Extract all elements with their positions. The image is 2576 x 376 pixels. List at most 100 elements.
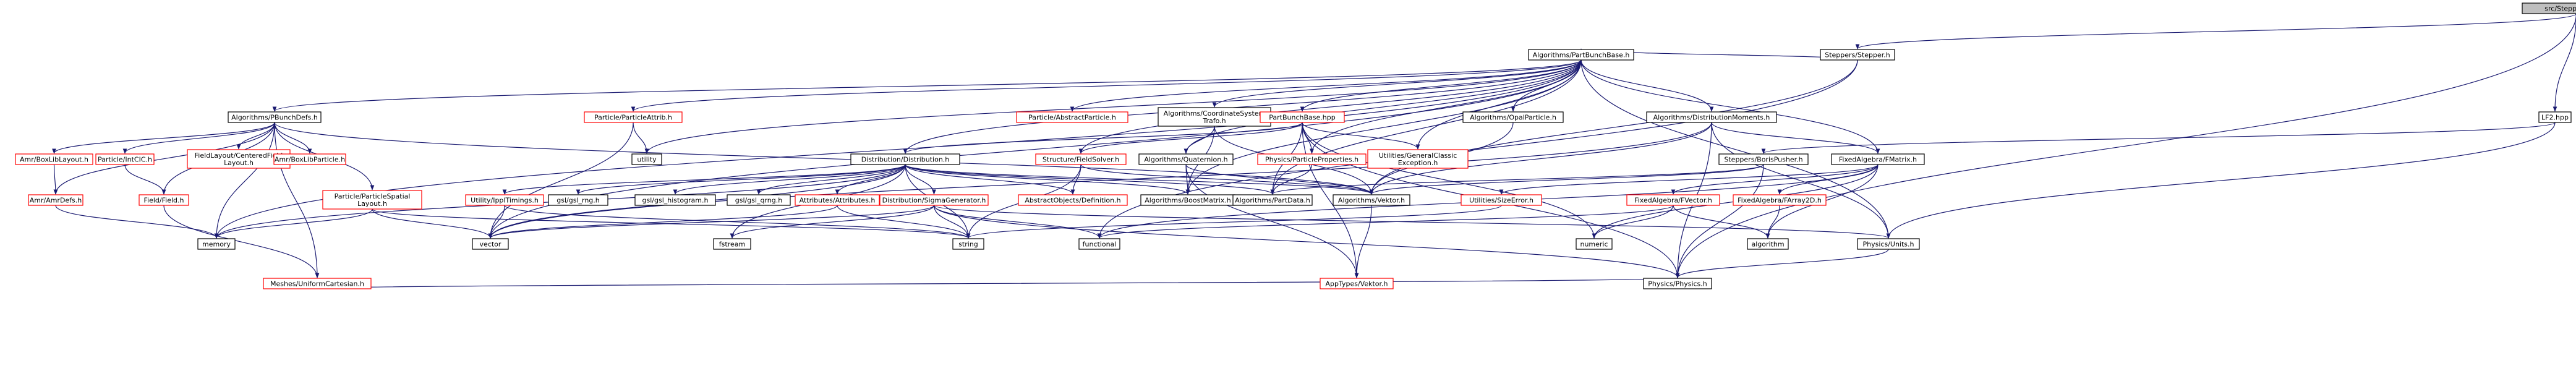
node-label: Algorithms/DistributionMoments.h [1653, 114, 1770, 122]
node-label: Algorithms/Quaternion.h [1144, 156, 1227, 164]
node-fmatrix[interactable]: FixedAlgebra/FMatrix.h [1831, 153, 1925, 165]
dependency-edge [644, 59, 1582, 154]
dependency-edge [1080, 164, 1374, 195]
node-string[interactable]: string [952, 238, 984, 250]
node-box [1138, 153, 1234, 165]
node-memory[interactable]: memory [197, 238, 236, 250]
node-field[interactable]: Field/Field.h [139, 194, 189, 206]
node-gslqrng[interactable]: gsl/gsl_qrng.h [727, 194, 791, 206]
node-label: fstream [719, 241, 745, 249]
node-algorithm[interactable]: algorithm [1747, 238, 1789, 250]
node-meshes[interactable]: Meshes/UniformCartesian.h [263, 278, 372, 289]
dependency-edge [1302, 122, 1359, 278]
node-label: AppTypes/Vektor.h [1325, 280, 1388, 288]
node-label: Algorithms/BoostMatrix.h [1145, 197, 1230, 205]
node-stepper[interactable]: Steppers/Stepper.h [1820, 49, 1895, 61]
node-box [1035, 153, 1127, 165]
dependency-edge [1310, 59, 1582, 154]
dependency-edge [53, 122, 275, 195]
node-physics[interactable]: Physics/Physics.h [1643, 278, 1712, 289]
dependency-edge [905, 164, 1275, 195]
node-apptypes[interactable]: AppTypes/Vektor.h [1320, 278, 1394, 289]
node-amrboxlay[interactable]: Amr/BoxLibLayout.h [15, 153, 93, 165]
node-label: Particle/IntCIC.h [98, 156, 152, 164]
node-box [1260, 111, 1345, 123]
node-pattrib[interactable]: Particle/ParticleAttrib.h [584, 111, 683, 123]
dependency-edge [633, 122, 649, 154]
node-label: gsl/gsl_rng.h [557, 197, 600, 205]
node-label: Meshes/UniformCartesian.h [270, 280, 364, 288]
node-pbd[interactable]: Algorithms/PBunchDefs.h [228, 111, 322, 123]
dependency-edge [1184, 126, 1215, 154]
node-partdata[interactable]: Algorithms/PartData.h [1232, 194, 1313, 206]
node-label: Algorithms/PartData.h [1235, 197, 1310, 205]
node-distmom[interactable]: Algorithms/DistributionMoments.h [1646, 111, 1777, 123]
node-lf2hpp[interactable]: LF2.hpp [2538, 111, 2572, 123]
node-dist[interactable]: Distribution/Distribution.h [850, 153, 960, 165]
node-intcic[interactable]: Particle/IntCIC.h [95, 153, 155, 165]
node-amrboxp[interactable]: Amr/BoxLibParticle.h [273, 153, 346, 165]
dependency-edge [1777, 164, 1879, 195]
dependency-edge [933, 205, 1680, 278]
node-box [1747, 238, 1789, 250]
node-box [1646, 111, 1777, 123]
node-gslrng[interactable]: gsl/gsl_rng.h [548, 194, 608, 206]
node-label: gsl/gsl_histogram.h [642, 197, 709, 205]
node-farray2d[interactable]: FixedAlgebra/FArray2D.h [1733, 194, 1827, 206]
node-absp[interactable]: Particle/AbstractParticle.h [1016, 111, 1128, 123]
dependency-edge [1185, 59, 1582, 195]
node-label: Layout.h [224, 159, 254, 167]
dependency-edge [488, 205, 935, 239]
dependency-edge [631, 59, 1582, 112]
node-absobj[interactable]: AbstractObjects/Definition.h [1018, 194, 1128, 206]
node-pbbhpp[interactable]: PartBunchBase.hpp [1260, 111, 1345, 123]
node-functional[interactable]: functional [1078, 238, 1120, 250]
node-box [952, 238, 984, 250]
dependency-edge [1097, 59, 1858, 239]
dependency-edge [730, 205, 935, 239]
node-gslhist[interactable]: gsl/gsl_histogram.h [634, 194, 716, 206]
node-box [1718, 153, 1809, 165]
dependency-edge [317, 277, 1679, 289]
node-box [634, 194, 716, 206]
node-amrdefs[interactable]: Amr/AmrDefs.h [28, 194, 83, 206]
node-box [95, 153, 155, 165]
dependency-edge [372, 208, 493, 239]
node-vector[interactable]: vector [472, 238, 509, 250]
node-sizeerr[interactable]: Utilities/SizeError.h [1461, 194, 1542, 206]
node-label: Exception.h [1398, 159, 1438, 167]
node-opalp[interactable]: Algorithms/OpalParticle.h [1462, 111, 1564, 123]
node-label: FixedAlgebra/FMatrix.h [1839, 156, 1917, 164]
node-physunits[interactable]: Physics/Units.h [1857, 238, 1920, 250]
dependency-edge [933, 205, 1890, 239]
node-boostm[interactable]: Algorithms/BoostMatrix.h [1140, 194, 1235, 206]
dependency-edge [1675, 164, 1764, 278]
node-attrib[interactable]: Attributes/Attributes.h [795, 194, 880, 206]
dependency-edge [673, 164, 906, 195]
node-numeric[interactable]: numeric [1576, 238, 1613, 250]
node-avektor[interactable]: Algorithms/Vektor.h [1333, 194, 1410, 206]
node-quat[interactable]: Algorithms/Quaternion.h [1138, 153, 1234, 165]
dependency-edge [905, 164, 1374, 195]
node-pbb[interactable]: Algorithms/PartBunchBase.h [1528, 49, 1634, 61]
dependency-edge [1711, 122, 1880, 154]
node-label: string [958, 241, 978, 249]
node-fvector[interactable]: FixedAlgebra/FVector.h [1626, 194, 1720, 206]
dependency-edge [1270, 59, 1582, 195]
node-utility[interactable]: utility [631, 153, 662, 165]
dependency-edge [1078, 122, 1303, 154]
dependency-edge [1673, 205, 1770, 239]
node-physprop[interactable]: Physics/ParticleProperties.h [1257, 153, 1367, 165]
node-sigmagen[interactable]: Distribution/SigmaGenerator.h [879, 194, 989, 206]
dependency-edge [1369, 122, 1712, 195]
node-label: Amr/AmrDefs.h [30, 197, 82, 205]
node-structfs[interactable]: Structure/FieldSolver.h [1035, 153, 1127, 165]
node-fstream[interactable]: fstream [713, 238, 751, 250]
node-ippltim[interactable]: Utility/IpplTimings.h [465, 194, 544, 206]
node-label: Physics/ParticleProperties.h [1265, 156, 1358, 164]
node-boris[interactable]: Steppers/BorisPusher.h [1718, 153, 1809, 165]
